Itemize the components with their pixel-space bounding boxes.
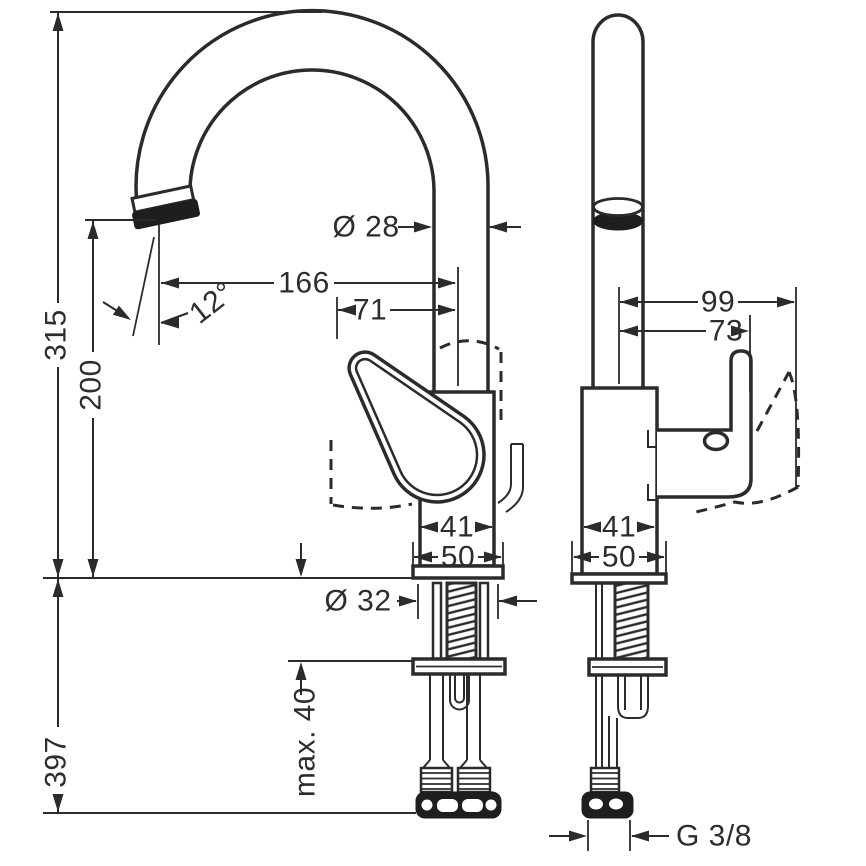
faucet-body-side <box>570 386 668 585</box>
dim-spout-diameter-label: Ø 28 <box>332 211 399 244</box>
dim-handle-depth: 73 <box>620 315 751 392</box>
dim-reach: 166 <box>158 224 459 386</box>
dim-handle-offset-label: 71 <box>353 294 387 327</box>
handle-lever <box>347 350 486 504</box>
dim-spray-angle: 12° <box>102 236 241 337</box>
riser-pipe <box>591 13 645 388</box>
supply-tubes <box>422 674 488 769</box>
dim-handle-swing-label: 99 <box>701 286 735 319</box>
spout-riser-side <box>591 13 645 388</box>
hose-connectors <box>419 766 492 794</box>
dim-below-deck: 397 <box>40 579 73 812</box>
body-side <box>580 386 659 576</box>
dim-thread: G 3/8 <box>549 820 752 853</box>
mounting-nut <box>617 675 649 719</box>
dim-hole-diameter-label: Ø 32 <box>324 585 391 618</box>
pop-up-knob <box>497 443 524 513</box>
supply-tube-side <box>608 716 618 767</box>
dim-base-depth-side-label: 50 <box>602 541 636 574</box>
base-plinth-side <box>570 572 668 585</box>
pop-up-rod-end <box>449 674 470 711</box>
dim-below-deck-label: 397 <box>40 736 73 788</box>
dim-thread-label: G 3/8 <box>676 820 752 853</box>
spout <box>130 8 490 392</box>
dim-spout-diameter: Ø 28 <box>332 211 521 244</box>
dim-base-depth-side: 50 <box>571 541 667 574</box>
threaded-shank-side <box>613 581 650 662</box>
body-notches <box>647 430 657 501</box>
dim-body-depth-side: 41 <box>583 511 655 544</box>
dim-handle-depth-label: 73 <box>709 315 743 348</box>
side-view <box>570 13 801 819</box>
hose-fittings <box>415 791 502 819</box>
dim-spout-height-label: 200 <box>75 359 108 411</box>
dim-total-height-label: 315 <box>40 309 73 361</box>
handle-side <box>657 349 801 514</box>
dim-handle-offset: 71 <box>336 294 456 339</box>
hose-connector-side <box>589 766 621 794</box>
front-view <box>130 8 524 819</box>
dim-reach-label: 166 <box>278 267 330 300</box>
dim-total-height: 315 <box>40 13 73 577</box>
dim-base-width-front-label: 50 <box>441 541 475 574</box>
handle-front <box>329 339 503 510</box>
handle-swing-envelope-side <box>695 371 801 514</box>
spout-inner-curve <box>188 68 436 392</box>
mounting-stud-right <box>478 581 490 662</box>
dim-deck-thickness: max. 40 <box>289 543 322 797</box>
handle-lever-side <box>657 349 753 499</box>
handle-hole <box>702 430 730 452</box>
dim-hole-diameter: Ø 32 <box>324 584 537 619</box>
dim-handle-swing: 99 <box>618 286 797 487</box>
threaded-shank <box>445 581 478 662</box>
front-mounting-assembly <box>411 581 507 819</box>
dim-base-width-front: 50 <box>412 541 504 574</box>
dim-body-width-front-label: 41 <box>440 511 474 544</box>
mounting-stud-left <box>431 581 443 662</box>
dimensions: 315 200 397 max. 40 Ø 28 <box>40 11 797 853</box>
side-mounting-assembly <box>581 581 668 819</box>
base-plinth-front <box>411 564 505 580</box>
hose-fitting-side <box>581 791 634 819</box>
dim-body-width-front: 41 <box>420 511 493 544</box>
dim-deck-thickness-label: max. 40 <box>289 687 322 797</box>
dim-body-depth-side-label: 41 <box>602 511 636 544</box>
handle-swing-envelope-front <box>329 339 503 510</box>
spout-outer-curve <box>134 8 490 392</box>
spout-aerator-tip <box>130 184 201 230</box>
dim-spout-height: 200 <box>75 221 108 577</box>
